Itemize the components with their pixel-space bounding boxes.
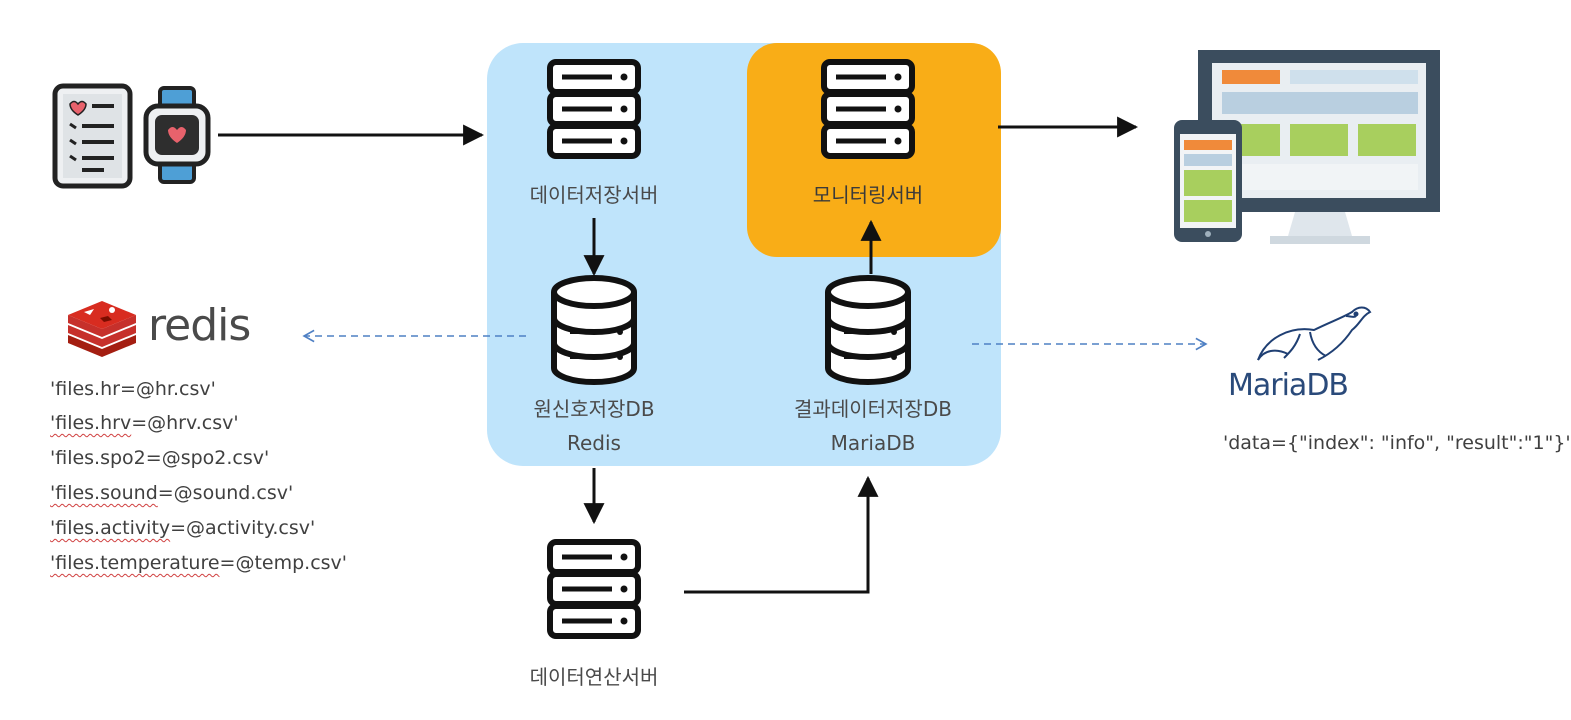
file-key: 'files.sound (50, 482, 158, 504)
redis-logo-icon (68, 301, 136, 357)
file-value: =@activity.csv' (170, 517, 316, 539)
data-storage-server-label: 데이터저장서버 (529, 183, 659, 207)
smartwatch-icon (143, 86, 211, 184)
redis-file-line-temperature: 'files.temperature=@temp.csv' (50, 552, 347, 574)
file-value: =@sound.csv' (157, 482, 294, 504)
file-value: =@spo2.csv' (145, 447, 270, 469)
result-data-db-sublabel: MariaDB (830, 431, 916, 455)
mariadb-logo-text: MariaDB (1228, 368, 1349, 403)
raw-signal-db-icon (554, 278, 634, 382)
data-compute-server-label: 데이터연산서버 (529, 665, 659, 689)
redis-file-line-sound: 'files.sound=@sound.csv' (50, 482, 293, 504)
file-key: 'files.hrv (50, 412, 132, 434)
file-value: =@temp.csv' (219, 552, 348, 574)
result-data-db-icon (828, 278, 908, 382)
redis-file-line-activity: 'files.activity=@activity.csv' (50, 517, 315, 539)
redis-logo-text: redis (148, 300, 251, 351)
monitoring-server-icon (824, 62, 912, 156)
file-key: 'files.activity (50, 517, 171, 539)
file-value: =@hr.csv' (119, 378, 216, 400)
mariadb-seal-icon (1257, 306, 1372, 361)
monitor-and-phone-icon (1174, 50, 1440, 244)
arrow-compute-to-mariadb (684, 475, 879, 594)
mariadb-data-text: 'data={"index": "info", "result":"1"}' (1223, 432, 1571, 454)
file-key: 'files.spo2 (50, 447, 146, 469)
file-value: =@hrv.csv' (131, 412, 239, 434)
monitoring-server-label: 모니터링서버 (812, 183, 924, 207)
raw-signal-db-label: 원신호저장DB (533, 397, 655, 421)
result-data-db-label: 결과데이터저장DB (794, 397, 952, 421)
architecture-diagram (52, 43, 1440, 720)
data-storage-server-icon (550, 62, 638, 156)
file-key: 'files.temperature (50, 552, 220, 574)
redis-file-line-hrv: 'files.hrv=@hrv.csv' (50, 412, 239, 434)
raw-signal-db-sublabel: Redis (567, 431, 621, 455)
health-tablet-icon (52, 83, 133, 189)
file-key: 'files.hr (50, 378, 120, 400)
redis-file-line-hr: 'files.hr=@hr.csv' (50, 378, 216, 400)
data-compute-server-icon (550, 542, 638, 636)
redis-file-line-spo2: 'files.spo2=@spo2.csv' (50, 447, 269, 469)
